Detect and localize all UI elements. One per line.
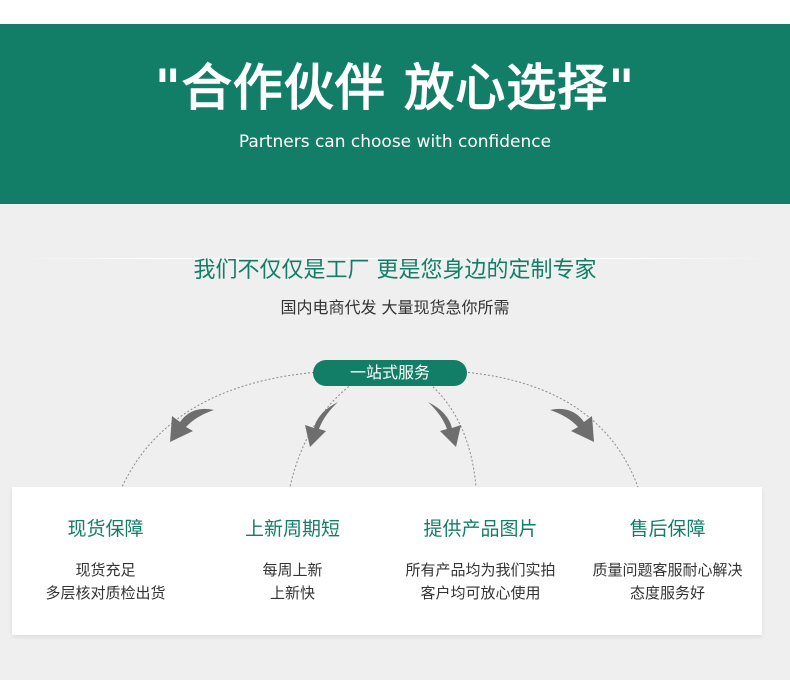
feature-line: 多层核对质检出货 <box>45 584 166 602</box>
feature-title: 售后保障 <box>629 518 706 540</box>
feature-title: 上新周期短 <box>244 518 340 540</box>
one-stop-service-badge: 一站式服务 <box>313 360 467 386</box>
feature-line: 上新快 <box>269 584 315 602</box>
connector-line-3 <box>429 383 477 488</box>
banner-title: "合作伙伴 放心选择" <box>154 59 636 117</box>
feature-title: 现货保障 <box>67 518 144 540</box>
feature-line: 客户均可放心使用 <box>420 584 541 602</box>
connector-line-2 <box>289 383 353 488</box>
connector-line-4 <box>463 371 639 488</box>
feature-line: 态度服务好 <box>629 584 705 602</box>
feature-cards: 现货保障 现货充足 多层核对质检出货 上新周期短 每周上新 上新快 提供产品图片… <box>12 487 762 635</box>
feature-card-product-images: 提供产品图片 所有产品均为我们实拍 客户均可放心使用 <box>387 487 574 635</box>
feature-card-stock: 现货保障 现货充足 多层核对质检出货 <box>12 487 199 635</box>
top-margin <box>0 0 790 24</box>
curved-arrow-icon <box>428 402 461 447</box>
curved-arrow-icon <box>550 408 594 442</box>
curved-arrow-icon <box>170 408 214 442</box>
intro-title: 我们不仅仅是工厂 更是您身边的定制专家 <box>193 258 597 283</box>
intro-subtitle: 国内电商代发 大量现货急你所需 <box>280 298 510 317</box>
feature-line: 所有产品均为我们实拍 <box>405 561 556 579</box>
banner-subtitle: Partners can choose with confidence <box>238 132 552 152</box>
feature-line: 质量问题客服耐心解决 <box>592 561 743 579</box>
divider-line <box>14 258 774 259</box>
feature-line: 每周上新 <box>262 561 323 579</box>
feature-card-new-arrivals: 上新周期短 每周上新 上新快 <box>199 487 386 635</box>
curved-arrow-icon <box>305 402 338 447</box>
header-banner: "合作伙伴 放心选择" Partners can choose with con… <box>0 24 790 204</box>
feature-line: 现货充足 <box>75 561 136 579</box>
feature-title: 提供产品图片 <box>423 518 538 540</box>
feature-card-after-sales: 售后保障 质量问题客服耐心解决 态度服务好 <box>574 487 761 635</box>
connector-line-1 <box>121 371 319 488</box>
